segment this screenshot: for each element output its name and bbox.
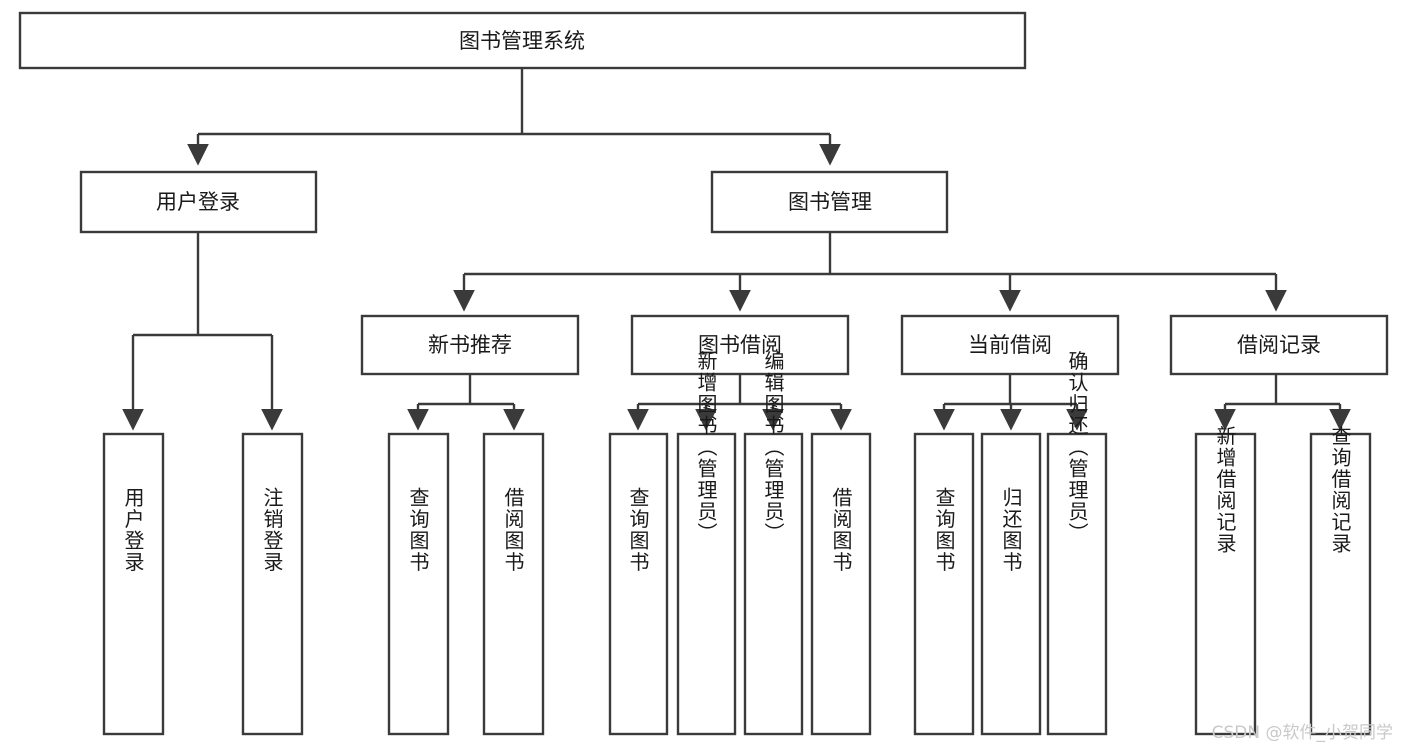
leaf-new-book-2-label: 借阅图书 — [501, 487, 525, 573]
node-root[interactable]: 图书管理系统 — [18, 11, 1027, 70]
node-new-book-recommend-box[interactable] — [360, 314, 580, 376]
leaf-borrow-record-2-label: 查询借阅记录 — [1328, 425, 1352, 554]
leaf-current-borrow-3-box[interactable] — [1046, 432, 1108, 736]
leaf-new-book-2[interactable]: 借阅图书 — [482, 432, 545, 736]
leaf-current-borrow-3-label: 确认归还（管理员） — [1065, 350, 1089, 544]
node-current-borrow-label: 当前借阅 — [968, 333, 1052, 357]
leaf-book-borrow-2-box[interactable] — [676, 432, 737, 736]
leaf-user-login-2-box[interactable] — [241, 432, 304, 736]
leaf-borrow-record-1-box[interactable] — [1194, 432, 1257, 736]
node-user-login-box[interactable] — [79, 170, 318, 234]
leaf-book-borrow-1[interactable]: 查询图书 — [608, 432, 669, 736]
node-book-management-label: 图书管理 — [788, 190, 872, 214]
node-book-borrow-box[interactable] — [630, 314, 850, 376]
leaf-user-login-2-label: 注销登录 — [260, 487, 284, 573]
node-book-borrow-label: 图书借阅 — [698, 333, 782, 357]
leaf-current-borrow-1-box[interactable] — [913, 432, 975, 736]
leaf-book-borrow-2-label: 新增图书（管理员） — [694, 350, 718, 544]
node-current-borrow-box[interactable] — [900, 314, 1120, 376]
leaf-user-login-1-box[interactable] — [102, 432, 165, 736]
leaf-borrow-record-1-label: 新增借阅记录 — [1213, 425, 1237, 554]
leaf-book-borrow-3[interactable]: 编辑图书（管理员） — [743, 350, 804, 736]
leaf-book-borrow-4[interactable]: 借阅图书 — [810, 432, 872, 736]
leaf-borrow-record-1[interactable]: 新增借阅记录 — [1194, 425, 1257, 736]
leaf-new-book-2-box[interactable] — [482, 432, 545, 736]
leaf-current-borrow-1[interactable]: 查询图书 — [913, 432, 975, 736]
node-book-management-box[interactable] — [710, 170, 949, 234]
node-borrow-record-box[interactable] — [1169, 314, 1389, 376]
node-new-book-recommend-label: 新书推荐 — [428, 333, 512, 357]
leaf-book-borrow-3-box[interactable] — [743, 432, 804, 736]
node-root-box[interactable] — [18, 11, 1027, 70]
leaf-book-borrow-1-box[interactable] — [608, 432, 669, 736]
leaf-book-borrow-4-label: 借阅图书 — [829, 487, 853, 573]
leaf-user-login-1-label: 用户登录 — [121, 487, 145, 573]
leaf-book-borrow-4-box[interactable] — [810, 432, 872, 736]
node-book-management[interactable]: 图书管理 — [710, 170, 949, 234]
leaf-user-login-2[interactable]: 注销登录 — [241, 432, 304, 736]
node-borrow-record-label: 借阅记录 — [1237, 333, 1321, 357]
node-current-borrow[interactable]: 当前借阅 — [900, 314, 1120, 376]
leaf-borrow-record-2-box[interactable] — [1309, 432, 1372, 736]
leaf-current-borrow-3[interactable]: 确认归还（管理员） — [1046, 350, 1108, 736]
leaf-current-borrow-2[interactable]: 归还图书 — [980, 432, 1042, 736]
node-new-book-recommend[interactable]: 新书推荐 — [360, 314, 580, 376]
leaf-book-borrow-3-label: 编辑图书（管理员） — [761, 350, 785, 544]
leaf-current-borrow-2-box[interactable] — [980, 432, 1042, 736]
node-root-label: 图书管理系统 — [459, 29, 585, 53]
leaf-new-book-1[interactable]: 查询图书 — [387, 432, 450, 736]
leaf-book-borrow-2[interactable]: 新增图书（管理员） — [676, 350, 737, 736]
leaf-current-borrow-1-label: 查询图书 — [932, 487, 956, 573]
leaf-borrow-record-2[interactable]: 查询借阅记录 — [1309, 425, 1372, 736]
node-borrow-record[interactable]: 借阅记录 — [1169, 314, 1389, 376]
leaf-book-borrow-1-label: 查询图书 — [626, 487, 650, 573]
node-book-borrow[interactable]: 图书借阅 — [630, 314, 850, 376]
leaf-current-borrow-2-label: 归还图书 — [999, 487, 1023, 573]
leaf-new-book-1-label: 查询图书 — [406, 487, 430, 573]
leaf-new-book-1-box[interactable] — [387, 432, 450, 736]
node-user-login-label: 用户登录 — [156, 190, 240, 214]
node-user-login[interactable]: 用户登录 — [79, 170, 318, 234]
leaf-user-login-1[interactable]: 用户登录 — [102, 432, 165, 736]
connector-layer — [122, 68, 1351, 431]
